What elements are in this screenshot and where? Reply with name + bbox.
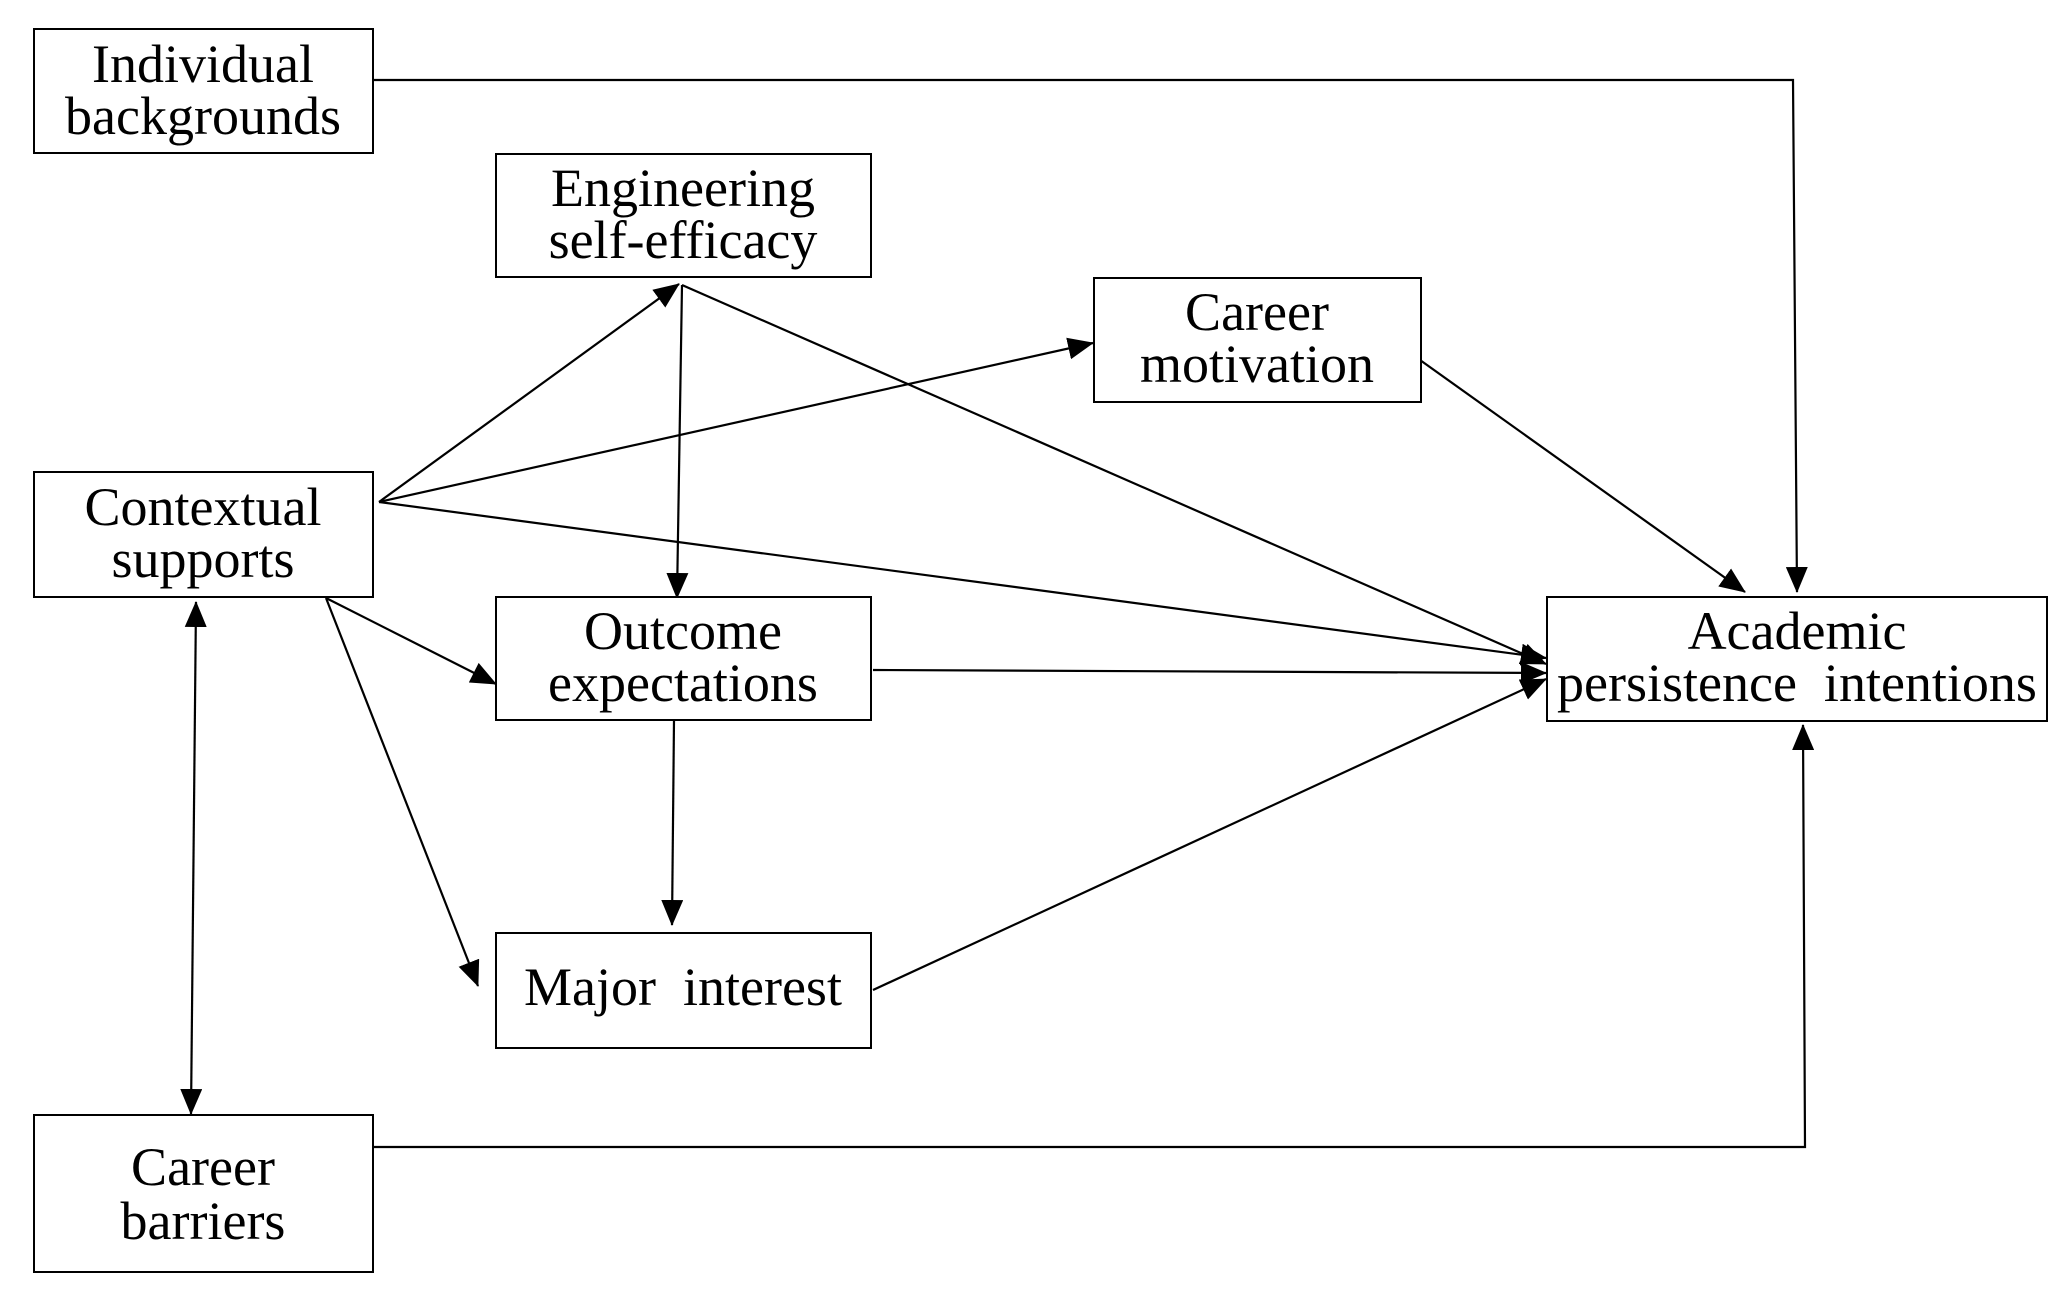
- edge-contextual-supports-to-engineering-self-efficacy: [378, 283, 680, 503]
- node-engineering-self-efficacy: Engineering self-efficacy: [495, 153, 872, 278]
- edge-contextual-supports-to-outcome-expectations: [325, 597, 497, 685]
- node-label-line: supports: [111, 529, 294, 589]
- node-label-line: Individual: [92, 34, 314, 94]
- edge-career-barriers-to-academic-persistence: [373, 724, 1815, 1149]
- node-label-line: backgrounds: [65, 86, 341, 146]
- node-label-line: self-efficacy: [549, 210, 818, 270]
- node-career-motivation: Career motivation: [1093, 277, 1422, 403]
- edge-major-interest-to-academic-persistence: [872, 678, 1547, 991]
- edge-engineering-self-efficacy-to-outcome-expectations: [666, 284, 689, 599]
- edge-individual-backgrounds-to-academic-persistence: [373, 78, 1808, 593]
- node-label-line: Major interest: [524, 957, 842, 1017]
- edge-engineering-self-efficacy-to-academic-persistence: [681, 283, 1547, 666]
- node-academic-persistence-intentions: Academic persistence intentions: [1546, 596, 2048, 722]
- node-label-line: barriers: [121, 1191, 286, 1251]
- edge-outcome-expectations-to-academic-persistence: [872, 661, 1547, 684]
- node-contextual-supports: Contextual supports: [33, 471, 374, 598]
- edges-layer: [180, 78, 1815, 1149]
- node-label-line: Academic: [1688, 601, 1907, 661]
- node-label-line: Career: [1185, 282, 1329, 342]
- node-label-line: persistence intentions: [1557, 653, 2037, 713]
- node-individual-backgrounds: Individual backgrounds: [33, 28, 374, 154]
- node-major-interest: Major interest: [495, 932, 872, 1049]
- node-label-line: expectations: [548, 653, 818, 713]
- node-label-line: Career: [131, 1137, 275, 1197]
- node-label-line: Contextual: [85, 477, 322, 537]
- edge-contextual-supports-to-major-interest: [324, 597, 480, 987]
- edge-outcome-expectations-to-major-interest: [661, 719, 684, 926]
- edge-contextual-supports-to-career-motivation: [378, 337, 1094, 504]
- edge-contextual-supports-career-barriers-bidirectional: [180, 601, 207, 1115]
- node-label-line: motivation: [1140, 334, 1374, 394]
- node-career-barriers: Career barriers: [33, 1114, 374, 1273]
- nodes-layer: Individual backgrounds Engineering self-…: [33, 28, 2048, 1273]
- node-label-line: Engineering: [551, 158, 815, 218]
- edge-career-motivation-to-academic-persistence: [1419, 359, 1746, 593]
- edge-contextual-supports-to-academic-persistence: [378, 500, 1547, 666]
- node-label-line: Outcome: [584, 601, 782, 661]
- node-outcome-expectations: Outcome expectations: [495, 596, 872, 721]
